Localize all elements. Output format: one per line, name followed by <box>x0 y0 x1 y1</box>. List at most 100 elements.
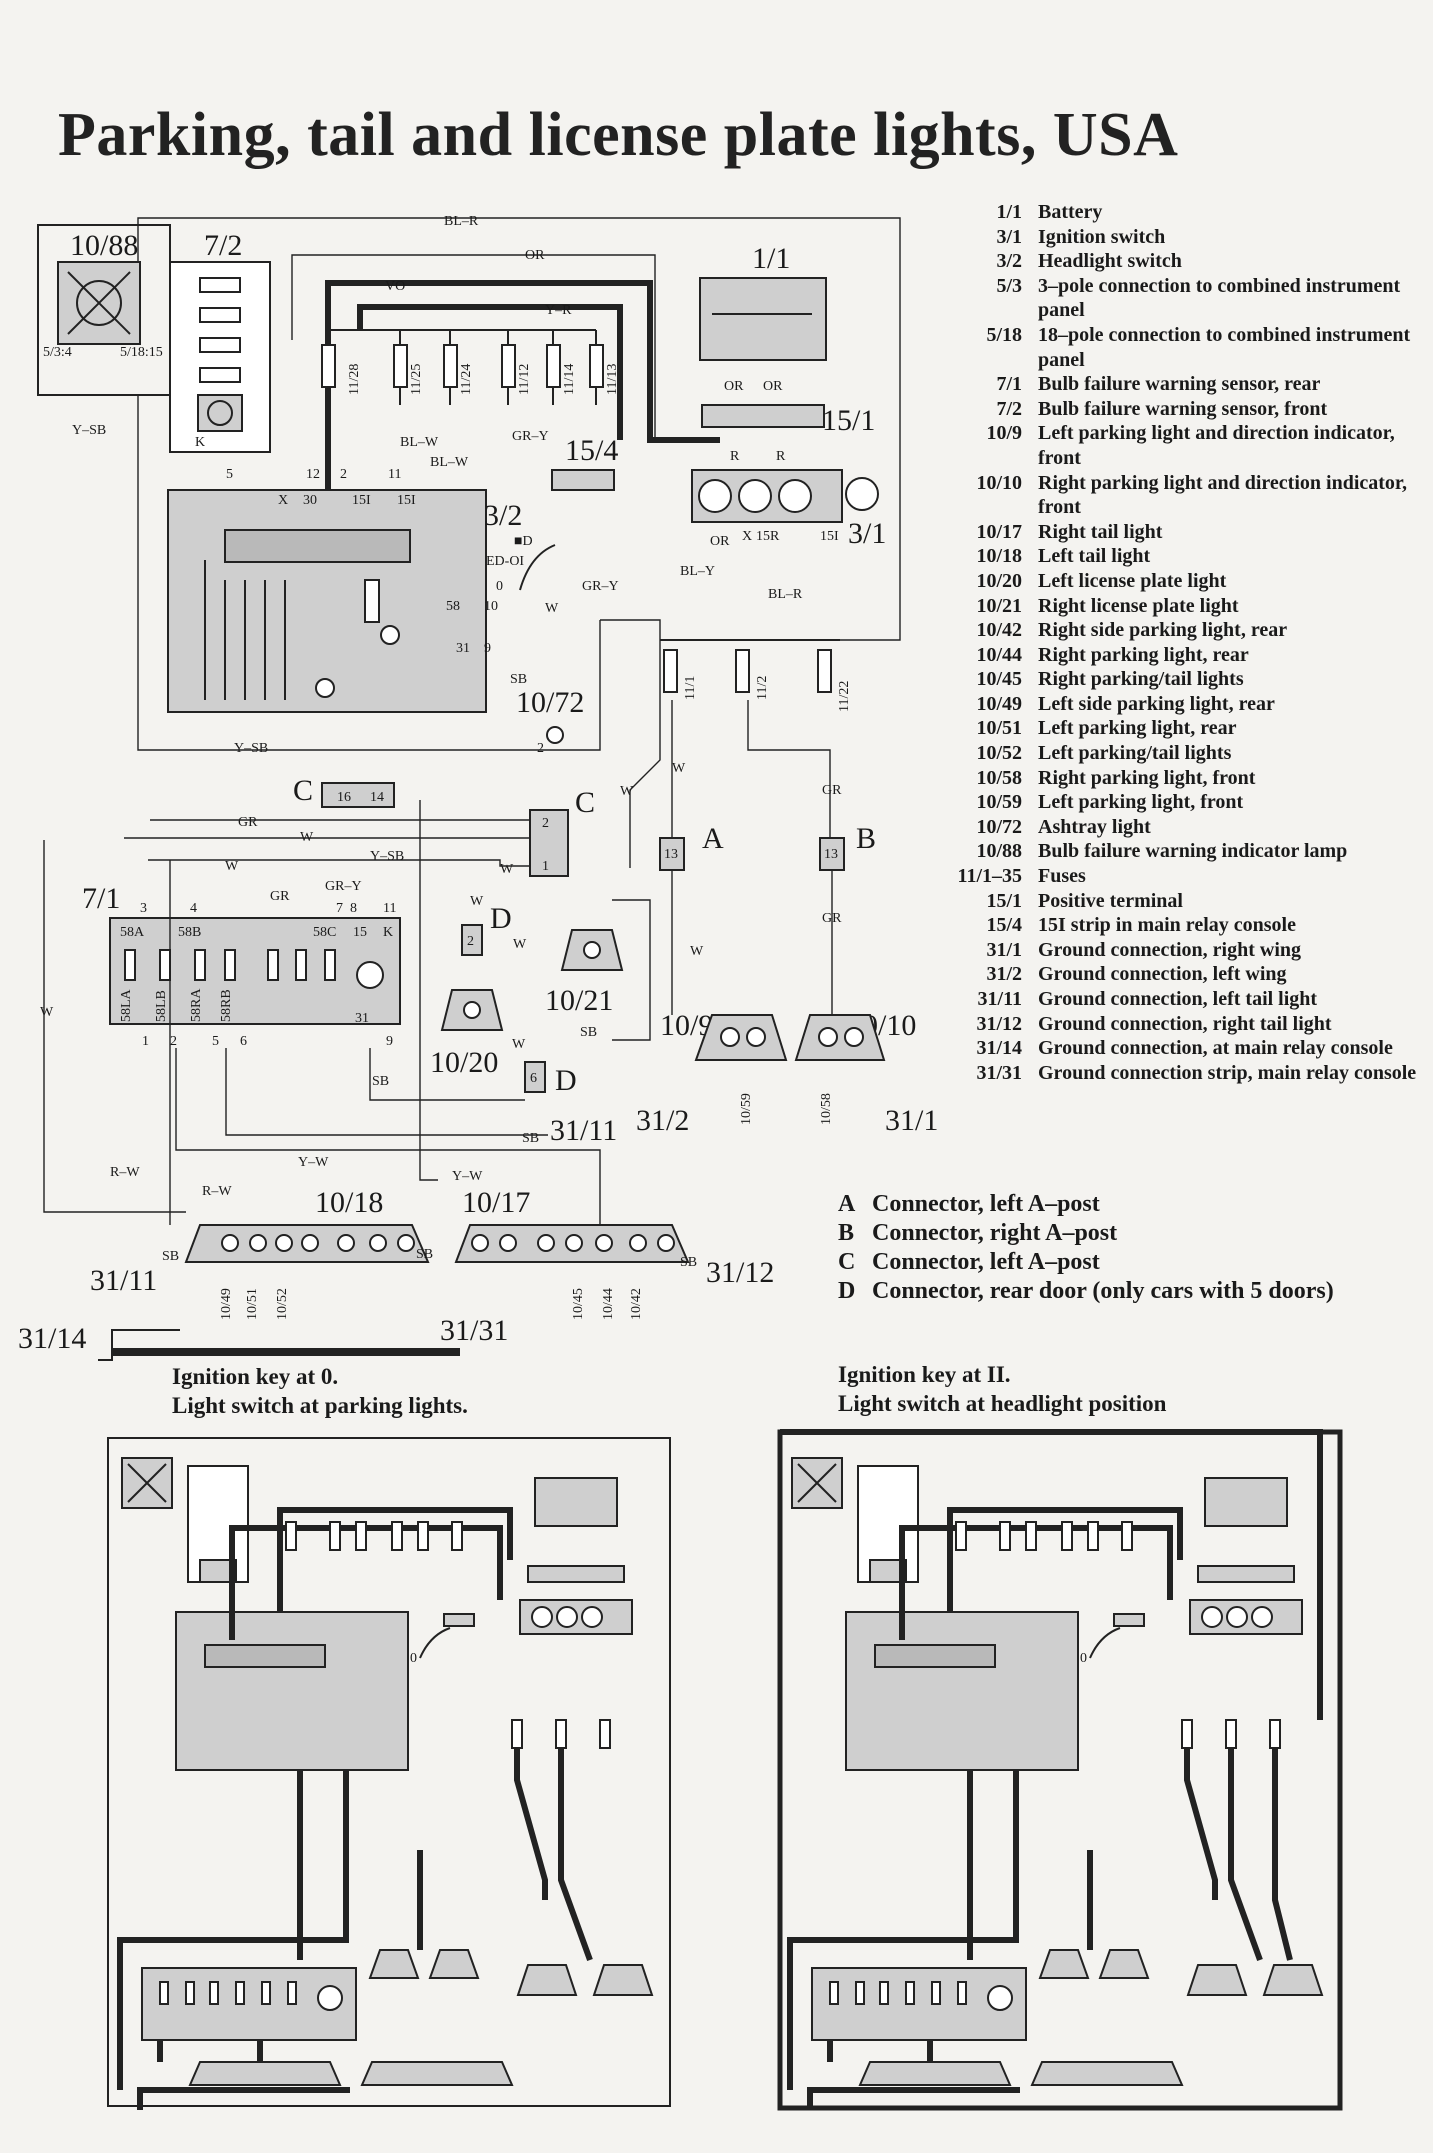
caption-headlight-line2: Light switch at headlight position <box>838 1391 1167 1416</box>
diagram-label: 11/2 <box>755 676 770 700</box>
diagram-label: SB <box>416 1247 433 1262</box>
diagram-label: 58LB <box>154 990 169 1022</box>
label-31-2: 31/2 <box>636 1104 689 1137</box>
legend-description: Left parking light, front <box>1038 791 1244 814</box>
label-3-2: 3/2 <box>484 499 522 532</box>
diagram-label: A <box>702 822 724 855</box>
label-31-11: 31/11 <box>90 1264 157 1297</box>
legend-description: 3–pole connection to combined instrument… <box>1038 274 1401 322</box>
diagram-label: BL–W <box>400 435 439 450</box>
legend-row: 31/11 Ground connection, left tail light <box>900 987 1420 1012</box>
diagram-label: 58B <box>178 925 201 940</box>
diagram-label: B <box>856 822 876 855</box>
diagram-label: ED-OI <box>486 554 524 569</box>
legend-code: 31/11 <box>977 988 1022 1010</box>
legend-code: 10/9 <box>986 422 1022 445</box>
legend-row: 5/3 3–pole connection to combined instrum… <box>900 274 1420 323</box>
diagram-label: 15I <box>397 493 416 508</box>
diagram-label: 11/24 <box>459 364 474 395</box>
positive-terminal-15-1 <box>701 404 825 428</box>
label-10-88: 10/88 <box>70 229 138 262</box>
diagram-label: 11/1 <box>683 676 698 700</box>
diagram-label: 11 <box>383 901 396 916</box>
diagram-label: X <box>278 493 288 508</box>
diagram-label: 5 <box>212 1034 219 1049</box>
diagram-label: 11/14 <box>562 364 577 395</box>
legend-code: 10/10 <box>976 471 1022 494</box>
connector-description: Connector, left A–post <box>872 1191 1100 1217</box>
diagram-label: W <box>225 859 239 874</box>
label-7-1: 7/1 <box>82 882 120 915</box>
diagram-label: 14 <box>370 790 384 805</box>
legend-description: Fuses <box>1038 865 1086 888</box>
legend-code: 10/88 <box>976 840 1022 863</box>
headlight-switch-3-2 <box>167 489 487 713</box>
legend-description: Ground connection, left tail light <box>1038 988 1318 1010</box>
diagram-label: W <box>545 601 559 616</box>
diagram-label: R <box>730 449 740 464</box>
label-7-2: 7/2 <box>204 229 242 262</box>
diagram-label: 11 <box>388 467 401 482</box>
diagram-label: 2 <box>340 467 347 482</box>
legend-code: 3/1 <box>996 225 1022 248</box>
diagram-label: 15 <box>353 925 367 940</box>
diagram-label: K <box>195 435 205 450</box>
legend-code: 31/1 <box>986 938 1022 961</box>
diagram-label: 58 <box>446 599 460 614</box>
diagram-label: BL–R <box>768 587 803 602</box>
diagram-label: Y–SB <box>370 849 404 864</box>
diagram-label: Y–SB <box>72 423 106 438</box>
legend-description: Right side parking light, rear <box>1038 619 1288 642</box>
diagram-label: R–W <box>202 1184 232 1199</box>
label-10-18: 10/18 <box>315 1186 383 1219</box>
diagram-label: 10/59 <box>739 1093 754 1125</box>
diagram-label: 2 <box>467 934 474 949</box>
legend-description: Bulb failure warning sensor, rear <box>1038 373 1321 396</box>
diagram-label: 3 <box>140 901 147 916</box>
connector-letter: B <box>838 1220 855 1246</box>
diagram-label: GR <box>270 889 290 904</box>
diagram-label: 58RA <box>189 988 204 1022</box>
label-31-14: 31/14 <box>18 1322 86 1355</box>
diagram-label: ■D <box>514 534 533 549</box>
caption-parking: Ignition key at 0. Light switch at parki… <box>172 1362 468 1420</box>
legend-code: 1/1 <box>996 201 1022 223</box>
diagram-label: GR–Y <box>582 579 619 594</box>
diagram-label: W <box>672 761 686 776</box>
legend-description: Ashtray light <box>1038 815 1151 838</box>
legend-code: 10/52 <box>976 742 1022 765</box>
diagram-label: W <box>512 1037 526 1052</box>
sensor-7-1 <box>109 917 401 1025</box>
label-31-31: 31/31 <box>440 1314 508 1347</box>
diagram-label: BL–R <box>444 214 479 229</box>
connector-letter: D <box>838 1278 856 1304</box>
connector-d-lower <box>524 1061 546 1093</box>
legend-code: 15/4 <box>986 914 1022 937</box>
legend-description: Right license plate light <box>1038 594 1239 617</box>
legend-code: 5/18 <box>986 323 1022 346</box>
legend-description: 15I strip in main relay console <box>1038 914 1296 937</box>
legend-description: Left tail light <box>1038 545 1151 568</box>
legend-code: 5/3 <box>996 274 1022 297</box>
legend-description: Bulb failure warning sensor, front <box>1038 397 1328 420</box>
diagram-label: 2 <box>170 1034 177 1049</box>
connector-description: Connector, right A–post <box>872 1220 1118 1246</box>
label-3-1: 3/1 <box>848 517 886 550</box>
legend-description: Left parking light and direction indicat… <box>1038 422 1395 469</box>
diagram-label: W <box>500 862 514 877</box>
legend-code: 10/42 <box>976 619 1022 642</box>
diagram-label: OR <box>525 248 545 263</box>
diagram-label: R–W <box>110 1165 140 1180</box>
legend-code: 11/1–35 <box>957 865 1022 888</box>
